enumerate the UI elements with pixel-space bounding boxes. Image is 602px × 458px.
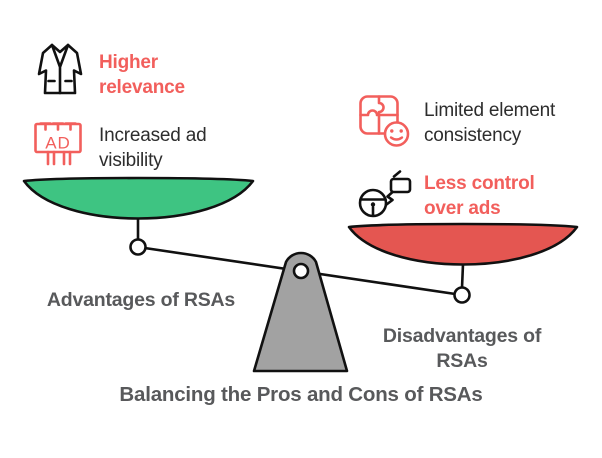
left-side-label: Advantages of RSAs xyxy=(46,289,236,311)
ad-billboard-icon: AD xyxy=(33,115,83,168)
diagram-title: Balancing the Pros and Cons of RSAs xyxy=(119,383,483,406)
svg-text:AD: AD xyxy=(45,134,71,153)
right-hinge-circle xyxy=(453,286,471,304)
left-hinge-circle xyxy=(129,238,147,256)
right-pan-disadvantages xyxy=(347,222,579,266)
fulcrum xyxy=(252,251,349,373)
pro-item-higher-relevance: Higher relevance xyxy=(99,52,185,98)
suit-jacket-icon xyxy=(36,43,84,96)
con-item-element-consistency: Limited element consistency xyxy=(424,100,556,146)
pro-item-ad-visibility: Increased ad visibility xyxy=(99,125,207,171)
puzzle-smiley-icon xyxy=(358,94,410,148)
pivot-circle xyxy=(292,262,310,280)
right-side-label: Disadvantages of RSAs xyxy=(382,325,542,372)
con-item-less-control: Less control over ads xyxy=(424,173,535,219)
right-pan-stem xyxy=(460,263,465,289)
steering-wheel-icon xyxy=(358,169,414,221)
left-pan-advantages xyxy=(22,176,255,220)
